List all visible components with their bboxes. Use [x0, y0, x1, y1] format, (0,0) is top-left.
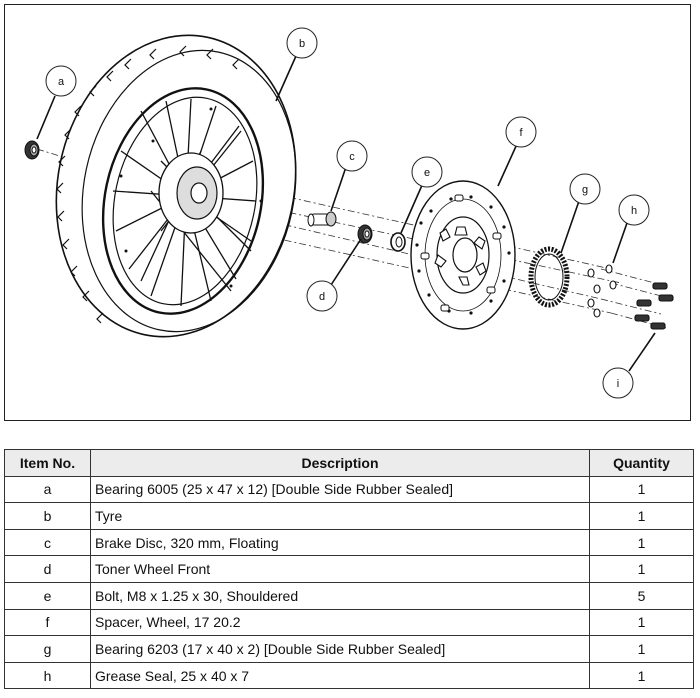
exploded-view-diagram: a b c d e f g h: [4, 4, 691, 421]
bolts-part-h: [587, 264, 674, 330]
callout-a-label: a: [58, 76, 65, 88]
quantity-cell: 1: [589, 661, 694, 690]
description-cell: Toner Wheel Front: [90, 555, 590, 583]
description-cell: Bearing 6005 (25 x 47 x 12) [Double Side…: [90, 475, 590, 504]
item-no-cell: f: [4, 608, 91, 637]
callout-leaders: [36, 55, 656, 372]
table-header-row: Item No. Description Quantity: [4, 449, 694, 477]
quantity-cell: 5: [589, 581, 694, 610]
seal-part-e: [390, 232, 406, 252]
callout-b-label: b: [299, 38, 305, 50]
item-no-cell: a: [4, 475, 91, 504]
item-no-cell: b: [4, 502, 91, 530]
description-cell: Tyre: [90, 502, 590, 530]
callout-d-label: d: [319, 291, 325, 303]
callout-i: i: [602, 367, 634, 399]
callout-i-label: i: [617, 378, 619, 390]
callout-a: a: [45, 65, 77, 97]
table-row: b Tyre 1: [4, 502, 694, 530]
callout-e-label: e: [424, 167, 430, 179]
item-no-cell: c: [4, 528, 91, 557]
quantity-cell: 1: [589, 608, 694, 637]
callout-d: d: [306, 280, 338, 312]
description-cell: Bolt, M8 x 1.25 x 30, Shouldered: [90, 581, 590, 610]
callout-h-label: h: [631, 205, 637, 217]
header-item-no: Item No.: [4, 449, 91, 477]
table-row: h Grease Seal, 25 x 40 x 7 1: [4, 661, 694, 690]
quantity-cell: 1: [589, 528, 694, 557]
table-row: a Bearing 6005 (25 x 47 x 12) [Double Si…: [4, 475, 694, 504]
table-row: g Bearing 6203 (17 x 40 x 2) [Double Sid…: [4, 635, 694, 663]
bearing-part-d: [357, 224, 373, 244]
callout-c: c: [336, 140, 368, 172]
callout-g-label: g: [582, 184, 588, 196]
description-cell: Brake Disc, 320 mm, Floating: [90, 528, 590, 557]
quantity-cell: 1: [589, 555, 694, 583]
callout-b: b: [286, 27, 318, 59]
table-row: c Brake Disc, 320 mm, Floating 1: [4, 528, 694, 557]
item-no-cell: d: [4, 555, 91, 583]
header-description: Description: [90, 449, 590, 477]
description-cell: Grease Seal, 25 x 40 x 7: [90, 661, 590, 690]
callout-h: h: [618, 194, 650, 226]
quantity-cell: 1: [589, 635, 694, 663]
header-quantity: Quantity: [589, 449, 694, 477]
table-row: f Spacer, Wheel, 17 20.2 1: [4, 608, 694, 637]
callout-c-label: c: [349, 151, 355, 163]
wheel-and-tyre-part-b: [55, 34, 297, 338]
bearing-part-a: [24, 140, 40, 160]
callout-f-label: f: [519, 127, 523, 139]
table-row: e Bolt, M8 x 1.25 x 30, Shouldered 5: [4, 581, 694, 610]
callout-f: f: [505, 116, 537, 148]
item-no-cell: g: [4, 635, 91, 663]
quantity-cell: 1: [589, 502, 694, 530]
table-row: d Toner Wheel Front 1: [4, 555, 694, 583]
description-cell: Bearing 6203 (17 x 40 x 2) [Double Side …: [90, 635, 590, 663]
toner-wheel-part-g: [528, 246, 570, 308]
item-no-cell: h: [4, 661, 91, 690]
tyre-tread-marks: [56, 45, 240, 324]
parts-table: Item No. Description Quantity a Bearing …: [4, 449, 694, 690]
spacer-part-c: [307, 211, 337, 227]
item-no-cell: e: [4, 581, 91, 610]
wheel-exploded-drawing: a b c d e f g h: [24, 27, 674, 399]
callout-g: g: [569, 173, 601, 205]
callout-e: e: [411, 156, 443, 188]
brake-disc-part-f: [410, 180, 516, 330]
quantity-cell: 1: [589, 475, 694, 504]
description-cell: Spacer, Wheel, 17 20.2: [90, 608, 590, 637]
